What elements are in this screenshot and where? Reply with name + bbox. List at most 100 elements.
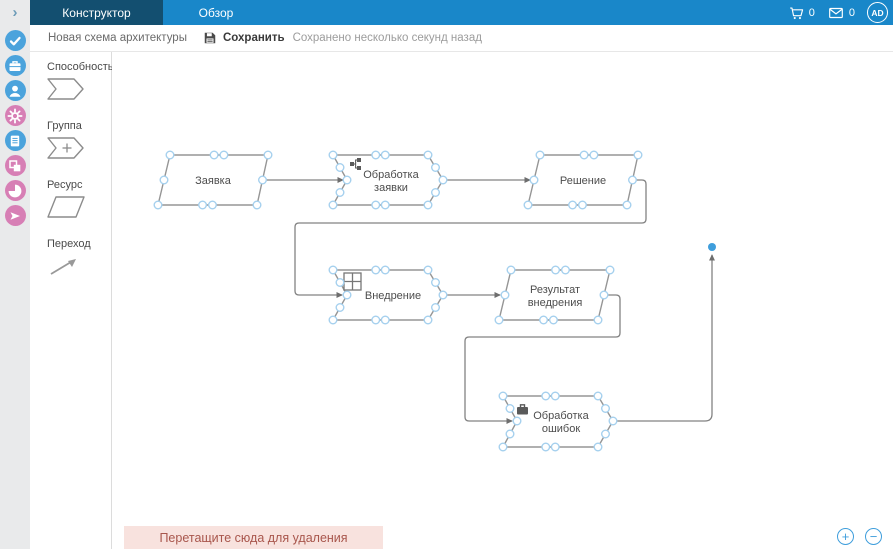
briefcase-icon[interactable] [4,55,26,76]
selection-handle[interactable] [500,290,510,300]
save-button[interactable]: Сохранить [222,32,285,44]
selection-handle[interactable] [593,315,603,325]
selection-handle[interactable] [335,187,345,197]
selection-handle[interactable] [541,442,551,452]
selection-handle[interactable] [593,391,603,401]
document-icon[interactable] [4,130,26,151]
tab-overview[interactable]: Обзор [198,5,234,20]
selection-handle[interactable] [153,200,163,210]
avatar[interactable]: AD [867,2,888,23]
selection-handle[interactable] [165,150,175,160]
selection-handle[interactable] [535,150,545,160]
selection-handle[interactable] [601,404,611,414]
mail-icon[interactable] [827,4,845,22]
selection-handle[interactable] [498,442,508,452]
expand-rail-button[interactable]: › [12,4,18,21]
selection-handle[interactable] [380,265,390,275]
selection-handle[interactable] [423,315,433,325]
selection-handle[interactable] [380,150,390,160]
selection-handle[interactable] [263,150,273,160]
selection-handle[interactable] [328,265,338,275]
selection-handle[interactable] [431,278,441,288]
zoom-in-button[interactable]: + [837,528,854,545]
selection-handle[interactable] [209,150,219,160]
selection-handle[interactable] [431,187,441,197]
cart-icon[interactable] [787,4,805,22]
selection-handle[interactable] [523,200,533,210]
gear-icon[interactable] [4,105,26,126]
selection-handle[interactable] [207,200,217,210]
selection-handle[interactable] [328,200,338,210]
palette-item-parallelogram[interactable]: Ресурс [47,179,111,224]
node-reshenie[interactable]: Решение [523,150,643,210]
selection-handle[interactable] [589,150,599,160]
selection-handle[interactable] [342,290,352,300]
node-zayavka[interactable]: Заявка [153,150,273,210]
palette-item-chevron-plus[interactable]: Группа [47,120,111,165]
selection-handle[interactable] [328,315,338,325]
selection-handle[interactable] [506,265,516,275]
selection-handle[interactable] [371,265,381,275]
selection-handle[interactable] [423,150,433,160]
selection-handle[interactable] [342,175,352,185]
selection-handle[interactable] [371,315,381,325]
palette-item-arrow[interactable]: Переход [47,238,111,283]
selection-handle[interactable] [539,315,549,325]
selection-handle[interactable] [628,175,638,185]
selection-handle[interactable] [431,303,441,313]
selection-handle[interactable] [605,265,615,275]
check-icon[interactable] [4,30,26,51]
selection-handle[interactable] [550,391,560,401]
tab-constructor[interactable]: Конструктор [30,0,163,25]
selection-handle[interactable] [551,265,561,275]
selection-handle[interactable] [529,175,539,185]
selection-handle[interactable] [219,150,229,160]
selection-handle[interactable] [505,429,515,439]
selection-handle[interactable] [601,429,611,439]
save-icon[interactable] [203,31,217,45]
selection-handle[interactable] [380,315,390,325]
selection-handle[interactable] [568,200,578,210]
connection-oshibki-open-transition[interactable] [613,254,715,422]
selection-handle[interactable] [252,200,262,210]
selection-handle[interactable] [159,175,169,185]
selection-handle[interactable] [198,200,208,210]
selection-handle[interactable] [550,442,560,452]
selection-handle[interactable] [494,315,504,325]
selection-handle[interactable] [548,315,558,325]
send-icon[interactable] [4,205,26,226]
selection-handle[interactable] [335,278,345,288]
selection-handle[interactable] [328,150,338,160]
selection-handle[interactable] [438,290,448,300]
selection-handle[interactable] [258,175,268,185]
selection-handle[interactable] [438,175,448,185]
node-vnedrenie[interactable]: Внедрение [328,265,448,325]
zoom-out-button[interactable]: − [865,528,882,545]
selection-handle[interactable] [423,200,433,210]
selection-handle[interactable] [608,416,618,426]
selection-handle[interactable] [498,391,508,401]
user-icon[interactable] [4,80,26,101]
selection-handle[interactable] [371,200,381,210]
selection-handle[interactable] [560,265,570,275]
selection-handle[interactable] [577,200,587,210]
selection-handle[interactable] [593,442,603,452]
delete-drop-zone[interactable]: Перетащите сюда для удаления [124,526,383,549]
selection-handle[interactable] [579,150,589,160]
pie-chart-icon[interactable] [4,180,26,201]
layers-icon[interactable] [4,155,26,176]
selection-handle[interactable] [423,265,433,275]
selection-handle[interactable] [371,150,381,160]
selection-handle[interactable] [633,150,643,160]
selection-handle[interactable] [335,303,345,313]
selection-handle[interactable] [335,162,345,172]
connection-rezultat-to-oshibki[interactable] [464,294,621,424]
transition-endpoint-handle[interactable] [708,243,716,251]
selection-handle[interactable] [431,162,441,172]
selection-handle[interactable] [380,200,390,210]
selection-handle[interactable] [512,416,522,426]
